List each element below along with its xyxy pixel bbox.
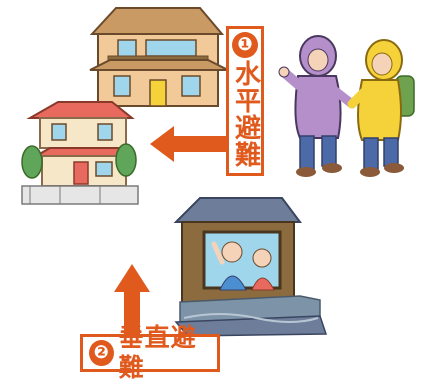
- number-two-badge: ❷: [89, 340, 114, 366]
- horizontal-evacuation-label: ❶ 水平避難: [226, 26, 264, 176]
- up-arrow-icon: [114, 264, 150, 336]
- flooded-house: [173, 197, 328, 337]
- horizontal-evacuation-text: 水平避難: [230, 60, 261, 168]
- vertical-evacuation-text: 垂直避難: [118, 323, 197, 382]
- evacuee-yellow: [347, 39, 415, 177]
- number-one-badge: ❶: [232, 32, 258, 58]
- red-roof-house: [21, 101, 139, 205]
- two-story-brown-house: [89, 7, 229, 107]
- left-arrow-icon: [150, 126, 226, 162]
- evacuee-purple: [278, 35, 357, 177]
- vertical-evacuation-label: ❷ 垂直避難: [80, 323, 220, 382]
